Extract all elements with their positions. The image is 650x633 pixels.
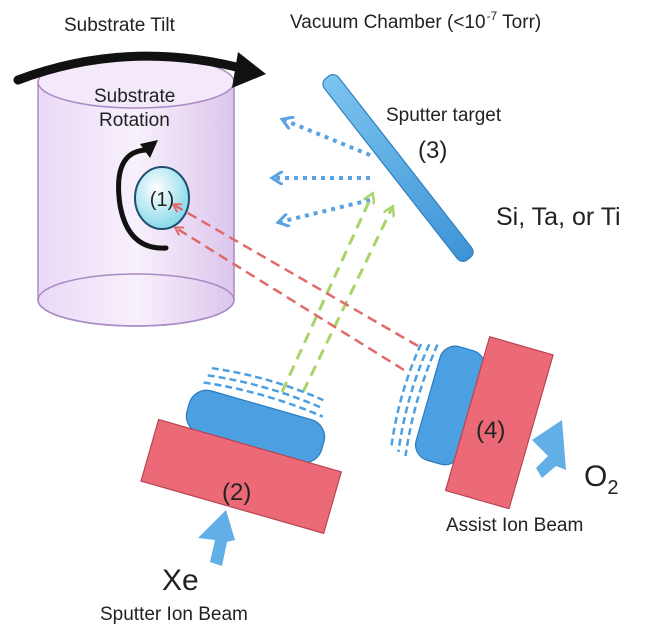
sputter-ion-beam xyxy=(280,195,392,393)
xe-gas-arrow-icon xyxy=(198,510,235,566)
sputter-target-label: Sputter target xyxy=(386,105,502,126)
rotation-arrow-icon xyxy=(116,147,169,251)
substrate-disk xyxy=(134,166,190,230)
sputter-target xyxy=(322,74,474,262)
sputtered-flux xyxy=(274,120,371,222)
xe-gas-label: Xe xyxy=(162,564,199,597)
target-material-label: Si, Ta, or Ti xyxy=(496,203,621,231)
vacuum-chamber-label: Vacuum Chamber (<10-7 Torr) xyxy=(290,9,541,33)
tilt-arrowhead-icon xyxy=(232,52,266,88)
assist-ion-beam xyxy=(174,205,419,372)
rotation-arrowhead-icon xyxy=(140,140,158,158)
substrate-number: (1) xyxy=(150,189,174,211)
substrate-tilt-label: Substrate Tilt xyxy=(64,15,176,36)
substrate-rotation-label-line1: Substrate xyxy=(94,86,175,107)
o2-gas-label: O2 xyxy=(584,460,618,499)
sputter-source-number: (2) xyxy=(222,479,251,506)
assist-ion-beam-label: Assist Ion Beam xyxy=(446,515,583,536)
o2-gas-arrow-icon xyxy=(532,420,566,478)
target-number: (3) xyxy=(418,137,447,164)
substrate-rotation-label-line2: Rotation xyxy=(99,110,170,131)
sputter-ion-source xyxy=(140,366,343,535)
tilt-arrow-icon xyxy=(13,51,253,85)
assist-ion-source xyxy=(389,335,554,510)
sputter-ion-beam-label: Sputter Ion Beam xyxy=(100,604,248,625)
assist-source-number: (4) xyxy=(476,417,505,444)
